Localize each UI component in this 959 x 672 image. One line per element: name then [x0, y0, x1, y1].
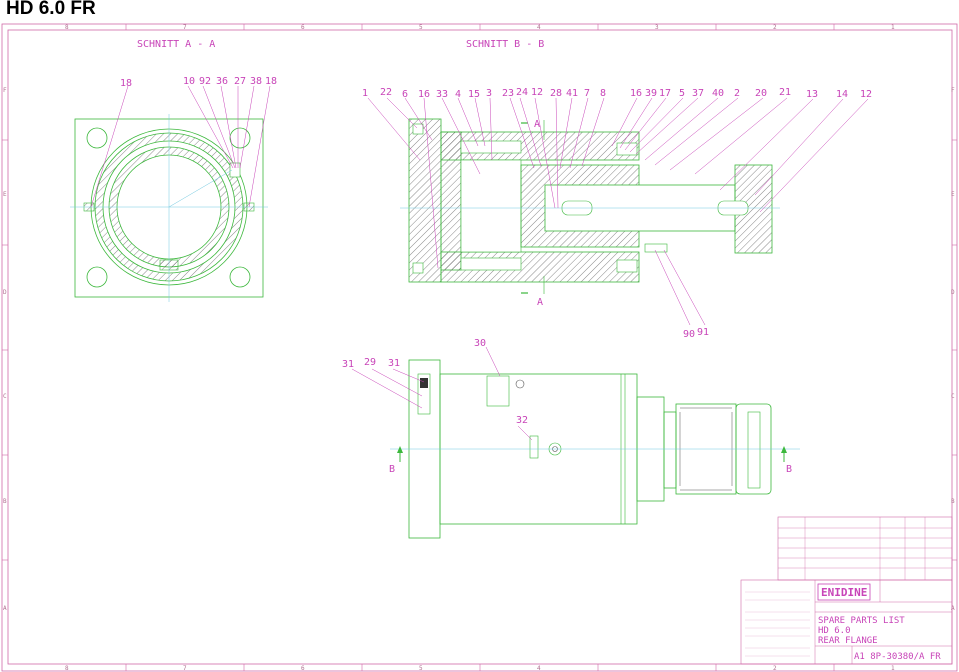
view-section-a: 18 10 92 36 27 38 18	[70, 76, 277, 302]
row-label: A	[951, 605, 955, 612]
section-mark-a: A	[534, 119, 540, 130]
section-mark-b: B	[389, 464, 395, 475]
callout-label: 1	[362, 88, 368, 99]
callout-label: 40	[712, 88, 724, 99]
col-label: 2	[773, 24, 777, 31]
callout-label: 4	[455, 89, 461, 100]
callout-label: 14	[836, 89, 848, 100]
doc-title: SPARE PARTS LIST	[818, 616, 905, 626]
callout-label: 24	[516, 87, 528, 98]
view-side: B B 31 29 31 30 32	[342, 338, 800, 539]
col-label: 7	[183, 665, 187, 672]
col-label: 8	[65, 24, 69, 31]
row-label: C	[3, 393, 7, 400]
callout-label: 6	[402, 89, 408, 100]
callout-label: 20	[755, 88, 767, 99]
view-section-b: A A	[362, 87, 872, 340]
col-label: 2	[773, 665, 777, 672]
callout-label: 10	[183, 76, 195, 87]
row-label: B	[3, 498, 7, 505]
callout-label: 32	[516, 415, 528, 426]
col-label: 1	[891, 24, 895, 31]
title-block: ENIDINE SPARE PARTS LIST HD 6.0 REAR FLA…	[740, 516, 953, 665]
callout-label: 39	[645, 88, 657, 99]
section-mark-a: A	[537, 297, 543, 308]
col-label: 5	[419, 665, 423, 672]
row-label: C	[951, 393, 955, 400]
doc-part: REAR FLANGE	[818, 636, 878, 646]
col-label: 8	[65, 665, 69, 672]
callout-label: 7	[584, 88, 590, 99]
col-label: 7	[183, 24, 187, 31]
section-mark-b: B	[786, 464, 792, 475]
callout-label: 23	[502, 88, 514, 99]
drawing-number: A1 8P-30380/A FR	[854, 652, 941, 662]
callout-label: 91	[697, 327, 709, 338]
callout-label: 17	[659, 88, 671, 99]
callout-label: 15	[468, 89, 480, 100]
row-label: D	[3, 289, 7, 296]
callout-label: 90	[683, 329, 695, 340]
callout-label: 22	[380, 87, 392, 98]
section-title-b: SCHNITT B - B	[466, 39, 544, 50]
company-logo: ENIDINE	[821, 586, 867, 599]
callout-label: 8	[600, 88, 606, 99]
callout-label: 5	[679, 88, 685, 99]
callout-label: 41	[566, 88, 578, 99]
col-label: 4	[537, 24, 541, 31]
technical-drawing: 8 7 6 5 4 3 2 1 8 7 6 5 4 2 1 F E D C B …	[1, 23, 958, 672]
callout-label: 21	[779, 87, 791, 98]
callout-label: 33	[436, 89, 448, 100]
callout-label: 31	[388, 358, 400, 369]
row-label: D	[951, 289, 955, 296]
row-label: E	[3, 191, 7, 198]
row-label: B	[951, 498, 955, 505]
callout-label: 2	[734, 88, 740, 99]
sheet-frame	[1, 23, 958, 672]
col-label: 4	[537, 665, 541, 672]
col-label: 5	[419, 24, 423, 31]
row-label: F	[951, 87, 955, 94]
callout-label: 18	[265, 76, 277, 87]
col-label: 3	[655, 24, 659, 31]
page-title: HD 6.0 FR	[6, 0, 96, 19]
callout-label: 92	[199, 76, 211, 87]
doc-model: HD 6.0	[818, 626, 851, 636]
callout-label: 31	[342, 359, 354, 370]
callout-label: 28	[550, 88, 562, 99]
callout-label: 12	[860, 89, 872, 100]
callout-label: 16	[418, 89, 430, 100]
callout-label: 13	[806, 89, 818, 100]
section-title-a: SCHNITT A - A	[137, 39, 215, 50]
callout-label: 18	[120, 78, 132, 89]
callout-label: 38	[250, 76, 262, 87]
row-label: A	[3, 605, 7, 612]
callout-label: 27	[234, 76, 246, 87]
row-label: F	[3, 87, 7, 94]
row-label: E	[951, 191, 955, 198]
callout-label: 36	[216, 76, 228, 87]
col-label: 6	[301, 24, 305, 31]
col-label: 1	[891, 665, 895, 672]
callout-label: 16	[630, 88, 642, 99]
col-label: 6	[301, 665, 305, 672]
callout-label: 12	[531, 87, 543, 98]
callout-label: 29	[364, 357, 376, 368]
callout-label: 30	[474, 338, 486, 349]
callout-label: 3	[486, 88, 492, 99]
callout-label: 37	[692, 88, 704, 99]
